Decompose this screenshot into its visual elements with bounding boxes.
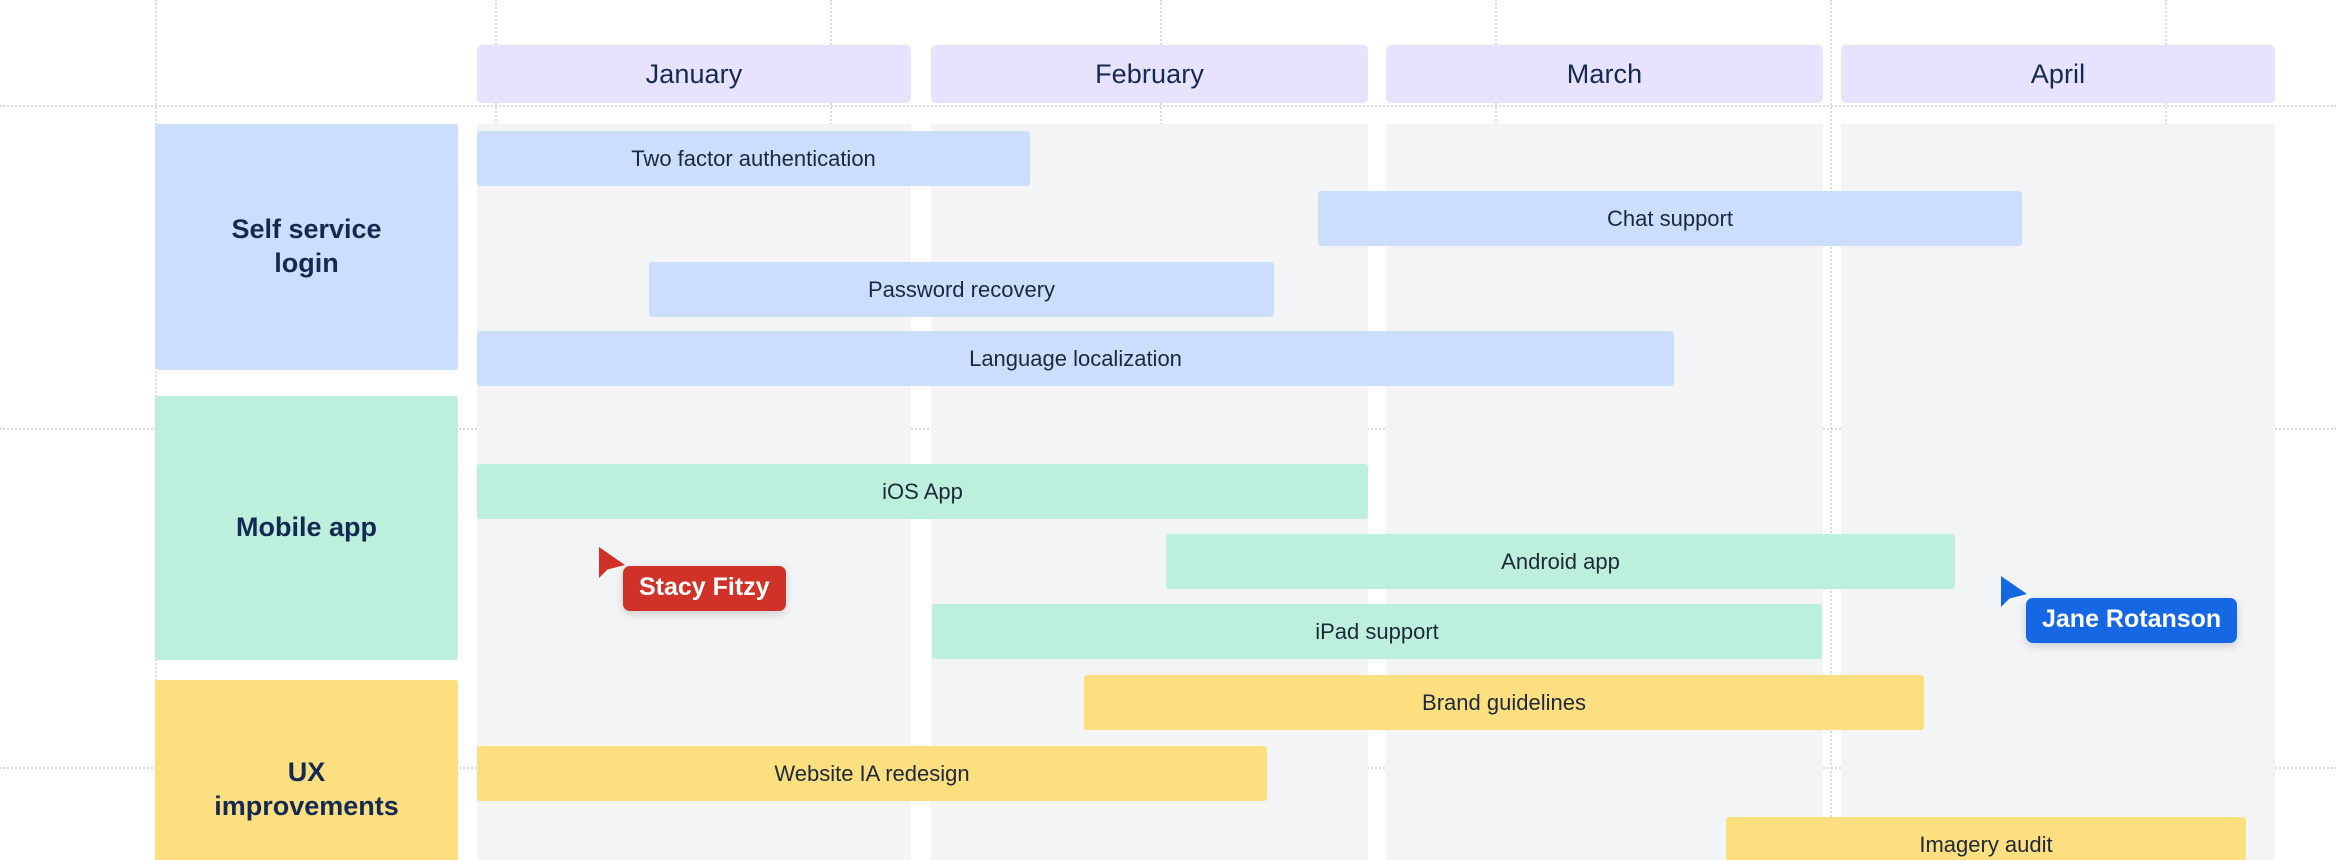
task-bar[interactable]: iPad support bbox=[932, 604, 1822, 659]
task-bar-label: Password recovery bbox=[867, 276, 1056, 302]
task-bar-label: Android app bbox=[1501, 548, 1620, 574]
cursor-pointer-icon bbox=[2001, 576, 2027, 607]
gridline-horizontal-0 bbox=[0, 105, 2336, 107]
task-bar-label: iPad support bbox=[1315, 618, 1439, 644]
task-bar[interactable]: iOS App bbox=[477, 464, 1368, 519]
task-bar-label: Website IA redesign bbox=[774, 760, 970, 786]
month-header-label: April bbox=[2030, 58, 2086, 89]
month-header-label: February bbox=[1095, 58, 1204, 89]
group-label-text: Self service login bbox=[231, 214, 382, 278]
task-bar[interactable]: Brand guidelines bbox=[1084, 675, 1924, 730]
group-label-text: UX improvements bbox=[214, 757, 399, 821]
task-bar-label: Chat support bbox=[1607, 205, 1733, 231]
group-label-text: Mobile app bbox=[236, 512, 377, 543]
task-bar-label: Language localization bbox=[969, 345, 1182, 371]
task-bar[interactable]: Android app bbox=[1166, 534, 1955, 589]
group-label-ux-improvements[interactable]: UX improvements bbox=[155, 680, 458, 860]
task-bar[interactable]: Password recovery bbox=[649, 262, 1274, 317]
task-bar[interactable]: Two factor authentication bbox=[477, 131, 1030, 186]
gridline-vertical-5 bbox=[1830, 0, 1832, 860]
task-bar-label: Two factor authentication bbox=[631, 145, 876, 171]
task-bar[interactable]: Language localization bbox=[477, 331, 1674, 386]
task-bar-label: Brand guidelines bbox=[1422, 689, 1586, 715]
group-label-self-service-login[interactable]: Self service login bbox=[155, 124, 458, 370]
task-bar[interactable]: Chat support bbox=[1318, 191, 2022, 246]
task-bar[interactable]: Website IA redesign bbox=[477, 746, 1267, 801]
task-bar-label: Imagery audit bbox=[1919, 831, 2053, 857]
cursor-name-tag: Jane Rotanson bbox=[2026, 598, 2238, 643]
task-bar[interactable]: Imagery audit bbox=[1726, 817, 2246, 860]
cursor-name-tag: Stacy Fitzy bbox=[623, 566, 786, 611]
month-header-label: March bbox=[1566, 58, 1643, 89]
month-column-bg-april bbox=[1841, 124, 2275, 860]
month-header-january[interactable]: January bbox=[477, 45, 911, 103]
month-column-bg-march bbox=[1386, 124, 1823, 860]
cursor-pointer-icon bbox=[599, 547, 625, 578]
month-header-label: January bbox=[645, 58, 743, 89]
group-label-mobile-app[interactable]: Mobile app bbox=[155, 396, 458, 660]
month-header-april[interactable]: April bbox=[1841, 45, 2275, 103]
month-header-february[interactable]: February bbox=[931, 45, 1368, 103]
task-bar-label: iOS App bbox=[882, 478, 963, 504]
month-header-march[interactable]: March bbox=[1386, 45, 1823, 103]
